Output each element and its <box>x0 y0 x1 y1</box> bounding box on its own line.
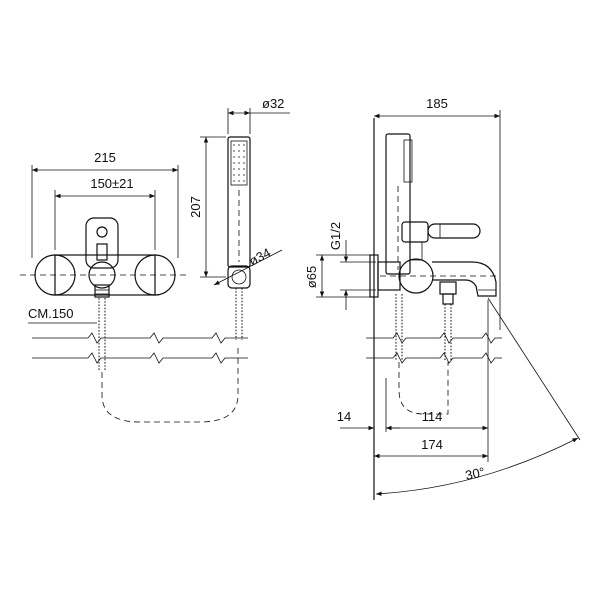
dim-connection-thread-label: G1/2 <box>328 222 343 250</box>
wall-break-lines-front <box>32 332 248 364</box>
dim-connection-thread: G1/2 <box>328 222 376 310</box>
dim-spout-to-outlet: 114 <box>386 300 489 432</box>
dim-wall-offset: 14 <box>337 378 400 432</box>
mixer-body-side <box>369 221 500 298</box>
lever-side <box>401 221 429 243</box>
hose-connector <box>94 284 110 298</box>
dim-overall-width: 215 <box>31 150 179 258</box>
lever-screw <box>96 226 108 238</box>
dim-spout-projection-label: 174 <box>421 437 443 452</box>
dim-handshower-length: 207 <box>188 136 226 278</box>
cartridge <box>96 243 108 261</box>
mixer-body-front <box>20 217 190 298</box>
wall-break-lines-side <box>366 332 502 364</box>
hose-front: CM.150 <box>28 298 239 423</box>
dim-overall-width-label: 215 <box>94 150 116 165</box>
front-view: 215 150±21 <box>20 96 290 423</box>
dim-overall-depth: 185 <box>374 96 501 330</box>
hand-shower <box>227 136 251 340</box>
dim-overall-depth-label: 185 <box>426 96 448 111</box>
dim-spout-to-outlet-label: 114 <box>422 409 443 424</box>
dim-spout-projection: 174 <box>374 432 489 462</box>
lever-handle <box>85 217 119 269</box>
shower-holder <box>227 265 251 289</box>
dim-inlet-centers-label: 150±21 <box>90 176 133 191</box>
dim-handshower-diameter: ø32 <box>227 96 290 134</box>
shower-nozzle-grid <box>233 144 245 182</box>
dim-swivel-angle: 30° <box>375 297 581 496</box>
dim-handshower-length-label: 207 <box>188 196 203 218</box>
hose-length-label: CM.150 <box>28 306 74 321</box>
dim-holder-diameter: ø34 <box>213 245 283 286</box>
side-view: 185 <box>304 96 581 500</box>
dim-rosette-diameter-label: ø65 <box>304 266 319 288</box>
dim-handshower-diameter-label: ø32 <box>262 96 284 111</box>
shower-side <box>385 133 413 275</box>
dim-wall-offset-label: 14 <box>337 409 351 424</box>
hoses-side <box>395 293 454 415</box>
diverter-knob <box>439 281 457 295</box>
lever-arm <box>427 223 481 239</box>
dim-inlet-centers: 150±21 <box>54 176 156 250</box>
dim-rosette-diameter: ø65 <box>304 254 370 298</box>
dim-swivel-angle-label: 30° <box>464 464 486 483</box>
